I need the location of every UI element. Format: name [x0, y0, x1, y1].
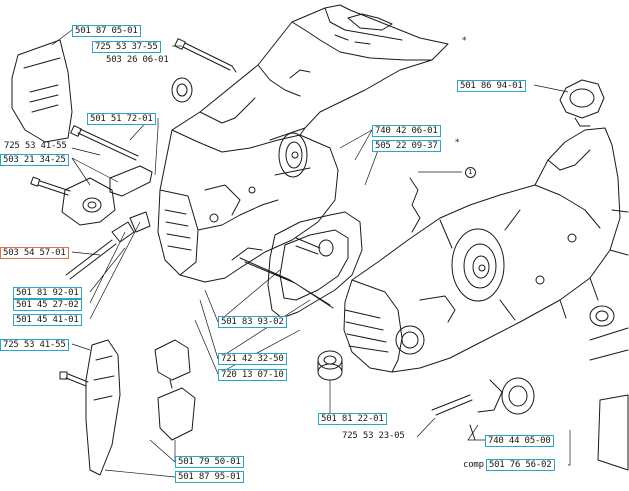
- part-callout-501-79-50-01[interactable]: 501 79 50-01: [175, 456, 244, 468]
- stud-bolt: [65, 211, 151, 280]
- part-label-503-26-06-01: 503 26 06-01: [106, 55, 169, 65]
- plate-bar: [109, 165, 153, 197]
- part-callout-501-51-72-01[interactable]: 501 51 72-01: [87, 113, 156, 125]
- part-callout-501-45-27-02[interactable]: 501 45 27-02: [13, 299, 82, 311]
- part-callout-501-81-92-01[interactable]: 501 81 92-01: [13, 287, 82, 299]
- spring-clip: [409, 177, 421, 233]
- part-callout-503-21-34-25[interactable]: 503 21 34-25: [0, 154, 69, 166]
- bushing: [317, 350, 343, 381]
- chain-catcher: [85, 339, 121, 476]
- part-callout-501-81-22-01[interactable]: 501 81 22-01: [318, 413, 387, 425]
- bumper-spike: [154, 339, 196, 441]
- part-callout-740-42-06-01[interactable]: 740 42 06-01: [372, 125, 441, 137]
- rubber-buffer: [589, 305, 615, 327]
- part-callout-740-44-05-00[interactable]: 740 44 05-00: [485, 435, 554, 447]
- part-callout-501-87-05-01[interactable]: 501 87 05-01: [72, 25, 141, 37]
- part-callout-721-42-32-50[interactable]: 721 42 32-50: [218, 353, 287, 365]
- asterisk-mark-top: *: [462, 36, 467, 46]
- chain-guide-plate: [11, 39, 73, 143]
- crankcase-half-lower: [343, 127, 629, 373]
- part-callout-501-45-41-01[interactable]: 501 45 41-01: [13, 314, 82, 326]
- screw-upper: [174, 38, 237, 73]
- screw-long: [70, 125, 139, 161]
- pulse-cable: [239, 257, 334, 309]
- part-callout-503-54-57-01[interactable]: 503 54 57-01: [0, 247, 69, 259]
- screw-catcher: [59, 371, 89, 387]
- comp-prefix-label: comp: [463, 460, 484, 470]
- part-callout-725-53-37-55[interactable]: 725 53 37-55: [92, 41, 161, 53]
- gasket: [267, 211, 363, 319]
- part-callout-501-83-93-02[interactable]: 501 83 93-02: [218, 316, 287, 328]
- screw-small: [30, 176, 71, 196]
- mount-bracket: [61, 177, 116, 226]
- part-callout-501-86-94-01[interactable]: 501 86 94-01: [457, 80, 526, 92]
- asterisk-mark: *: [455, 138, 460, 148]
- part-number-501-76-56-02[interactable]: 501 76 56-02: [485, 459, 555, 471]
- decompression-valve: [469, 377, 535, 441]
- crankcase-half-upper: [157, 4, 449, 283]
- part-callout-720-13-07-10[interactable]: 720 13 07-10: [218, 369, 287, 381]
- leader-lines: [51, 29, 571, 478]
- part-callout-501-87-95-01[interactable]: 501 87 95-01: [175, 471, 244, 483]
- impulse-nipple: [295, 237, 334, 257]
- part-label-725-53-41-55: 725 53 41-55: [4, 141, 67, 151]
- part-label-725-53-23-05: 725 53 23-05: [342, 431, 405, 441]
- reference-circle-1: 1: [465, 167, 476, 178]
- screw-lower: [431, 394, 473, 416]
- tank-cap: [559, 79, 605, 127]
- oil-seal: [171, 77, 193, 103]
- partial-part-edge: [589, 327, 629, 471]
- part-callout-505-22-09-37[interactable]: 505 22 09-37: [372, 140, 441, 152]
- part-callout-725-53-41-55-lower[interactable]: 725 53 41-55: [0, 339, 69, 351]
